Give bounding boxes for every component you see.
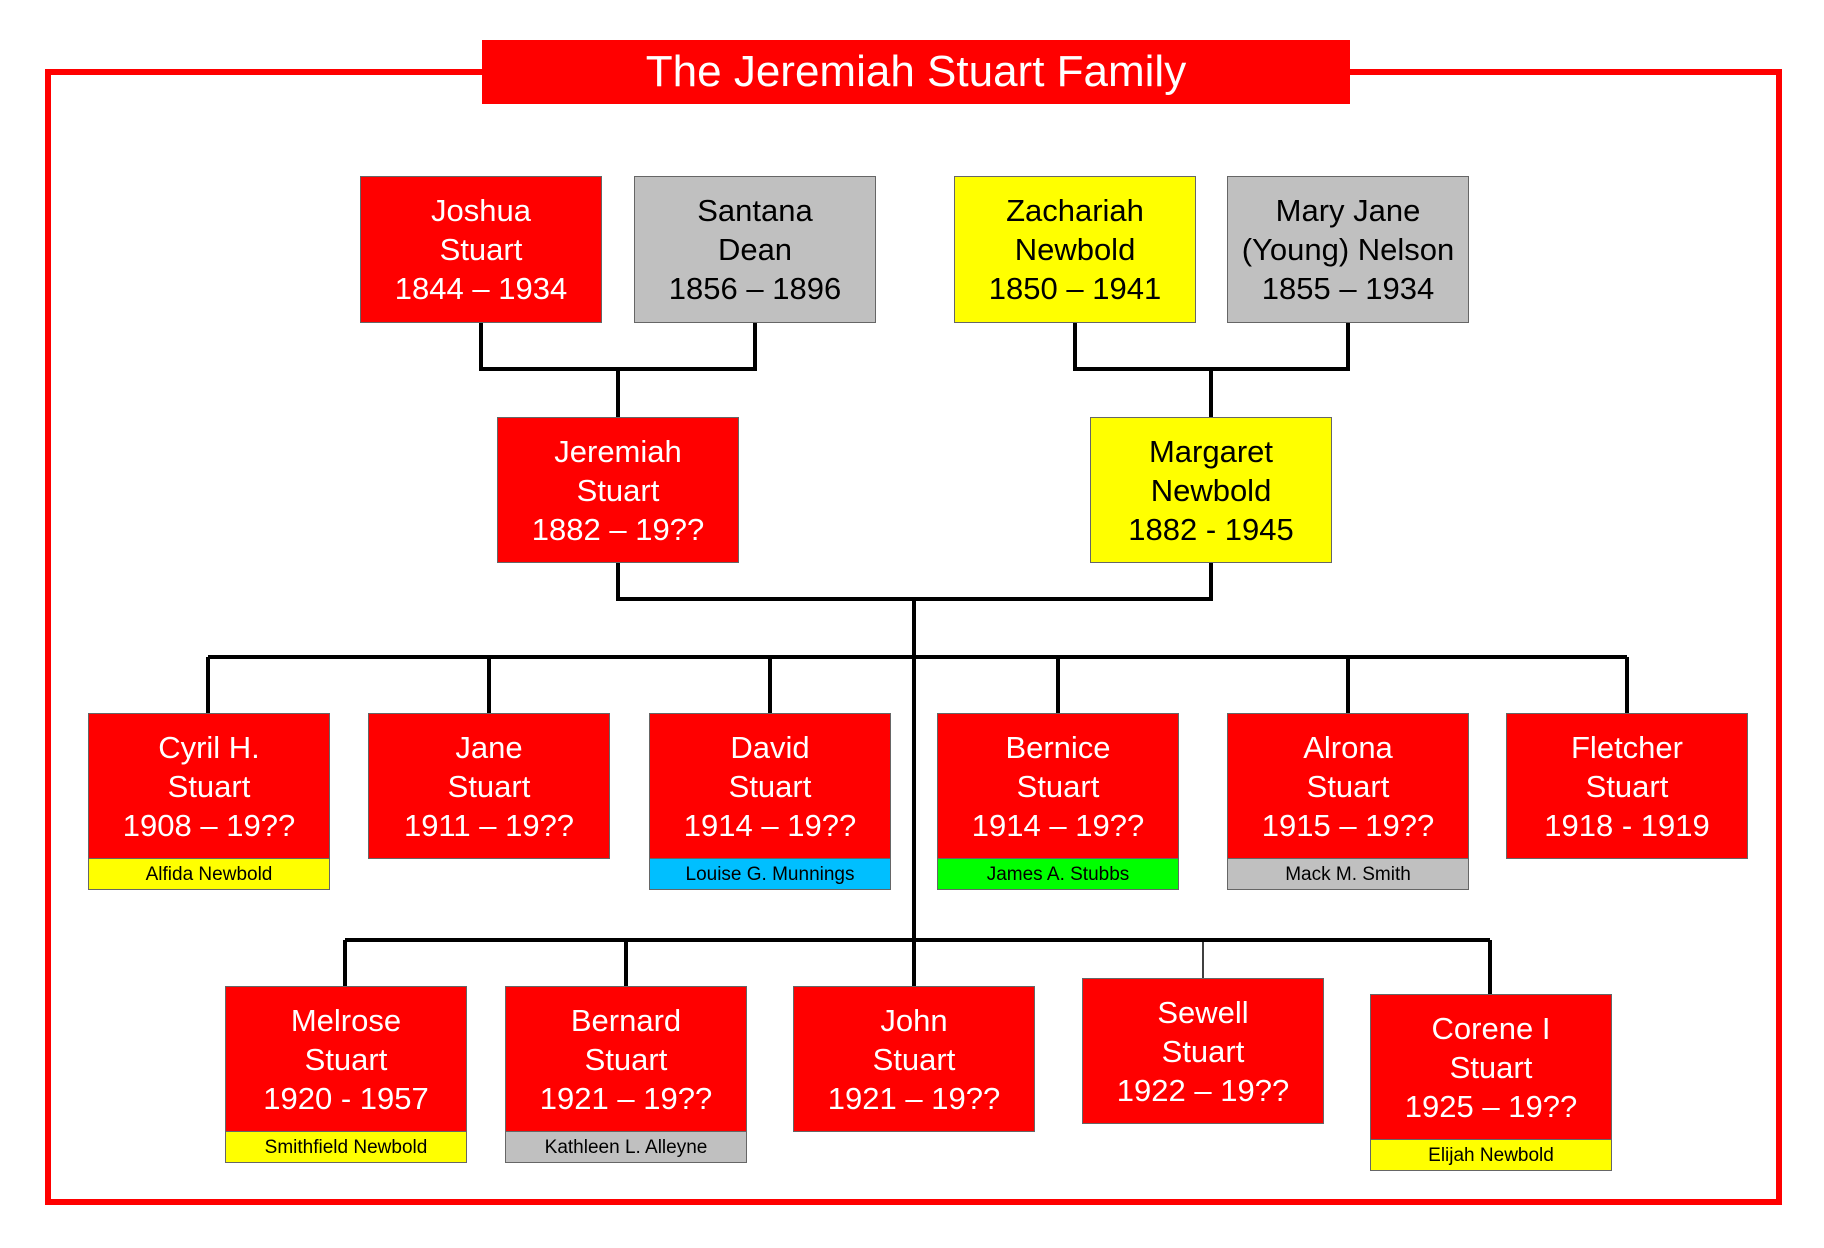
person-last-name: Stuart [872,1041,956,1077]
person-last-name: Stuart [576,472,660,508]
person-years: 1882 – 19?? [531,511,705,547]
person-last-name: Stuart [1016,768,1100,804]
person-years: 1921 – 19?? [827,1080,1001,1116]
person-first-name: Zachariah [1006,193,1144,228]
spouse-label: Smithfield Newbold [226,1131,466,1162]
person-years: 1856 – 1896 [668,271,842,306]
person-fletcher-stuart: Fletcher Stuart 1918 - 1919 [1506,713,1748,859]
person-melrose-stuart: Melrose Stuart 1920 - 1957 Smithfield Ne… [225,986,467,1163]
person-alrona-stuart: Alrona Stuart 1915 – 19?? Mack M. Smith [1227,713,1469,890]
person-years: 1882 - 1945 [1128,511,1294,547]
person-first-name: Corene I [1431,1010,1551,1046]
spouse-label: Mack M. Smith [1228,858,1468,889]
person-last-name: Newbold [1150,472,1272,508]
person-years: 1855 – 1934 [1261,271,1435,306]
person-first-name: Bernice [1005,729,1111,765]
person-years: 1922 – 19?? [1116,1072,1290,1108]
person-john-stuart: John Stuart 1921 – 19?? [793,986,1035,1132]
person-first-name: Joshua [431,193,531,228]
person-first-name: Santana [697,193,813,228]
person-first-name: Melrose [290,1002,402,1038]
person-first-name: Mary Jane [1275,193,1421,228]
person-years: 1915 – 19?? [1261,807,1435,843]
person-first-name: Bernard [570,1002,682,1038]
person-years: 1908 – 19?? [122,807,296,843]
person-years: 1844 – 1934 [394,271,568,306]
person-bernice-stuart: Bernice Stuart 1914 – 19?? James A. Stub… [937,713,1179,890]
person-years: 1911 – 19?? [403,807,575,843]
person-first-name: Fletcher [1571,729,1683,765]
person-cyril-stuart: Cyril H. Stuart 1908 – 19?? Alfida Newbo… [88,713,330,890]
person-first-name: Jane [455,729,523,765]
person-years: 1850 – 1941 [988,271,1162,306]
person-last-name: Stuart [304,1041,388,1077]
person-years: 1918 - 1919 [1544,807,1710,843]
person-first-name: David [730,729,810,765]
person-first-name: Alrona [1303,729,1393,765]
person-years: 1920 - 1957 [263,1080,429,1116]
person-last-name: Stuart [1585,768,1669,804]
person-last-name: Newbold [1014,232,1136,267]
person-last-name: Stuart [584,1041,668,1077]
person-first-name: Cyril H. [158,729,260,765]
person-last-name: Dean [717,232,793,267]
person-corene-stuart: Corene I Stuart 1925 – 19?? Elijah Newbo… [1370,994,1612,1171]
person-david-stuart: David Stuart 1914 – 19?? Louise G. Munni… [649,713,891,890]
spouse-label: Louise G. Munnings [650,858,890,889]
person-first-name: John [880,1002,948,1038]
spouse-label: Elijah Newbold [1371,1139,1611,1170]
person-last-name: Stuart [447,768,531,804]
person-zachariah-newbold: Zachariah Newbold 1850 – 1941 [954,176,1196,323]
person-last-name: Stuart [167,768,251,804]
person-last-name: Stuart [439,232,523,267]
person-last-name: (Young) Nelson [1241,232,1455,267]
person-years: 1925 – 19?? [1404,1088,1578,1124]
person-last-name: Stuart [1161,1033,1245,1069]
person-years: 1914 – 19?? [971,807,1145,843]
person-jane-stuart: Jane Stuart 1911 – 19?? [368,713,610,859]
person-first-name: Sewell [1157,994,1249,1030]
person-jeremiah-stuart: Jeremiah Stuart 1882 – 19?? [497,417,739,563]
spouse-label: Alfida Newbold [89,858,329,889]
person-last-name: Stuart [1449,1049,1533,1085]
person-sewell-stuart: Sewell Stuart 1922 – 19?? [1082,978,1324,1124]
person-santana-dean: Santana Dean 1856 – 1896 [634,176,876,323]
person-joshua-stuart: Joshua Stuart 1844 – 1934 [360,176,602,323]
diagram-title: The Jeremiah Stuart Family [482,40,1350,104]
person-years: 1921 – 19?? [539,1080,713,1116]
person-years: 1914 – 19?? [683,807,857,843]
person-mary-jane-nelson: Mary Jane (Young) Nelson 1855 – 1934 [1227,176,1469,323]
person-margaret-newbold: Margaret Newbold 1882 - 1945 [1090,417,1332,563]
person-first-name: Jeremiah [554,433,682,469]
person-bernard-stuart: Bernard Stuart 1921 – 19?? Kathleen L. A… [505,986,747,1163]
person-last-name: Stuart [1306,768,1390,804]
person-first-name: Margaret [1148,433,1274,469]
person-last-name: Stuart [728,768,812,804]
spouse-label: Kathleen L. Alleyne [506,1131,746,1162]
spouse-label: James A. Stubbs [938,858,1178,889]
